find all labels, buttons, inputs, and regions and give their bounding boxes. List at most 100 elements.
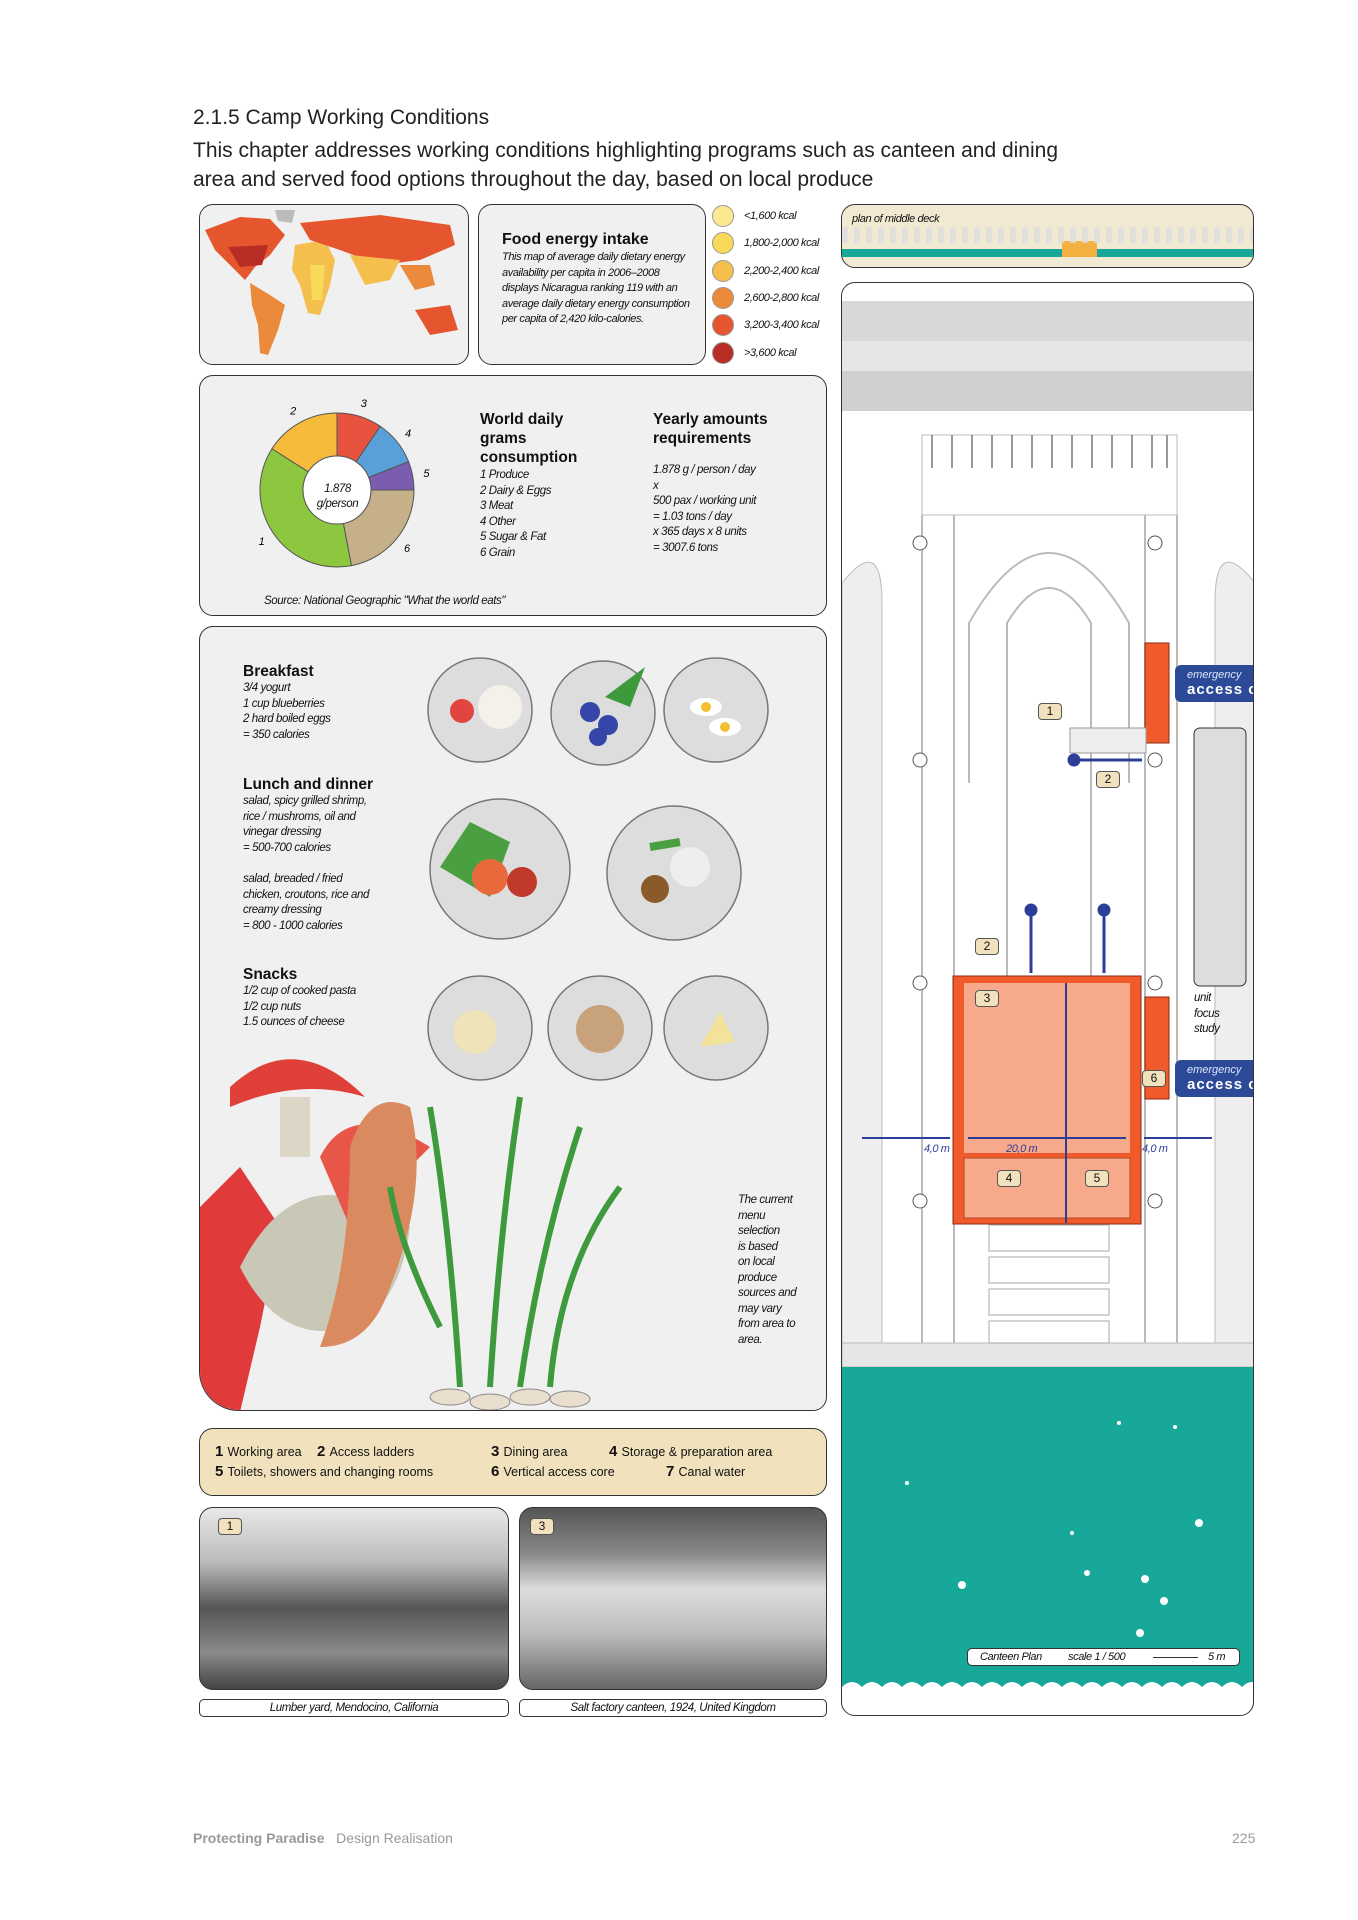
note-line: produce bbox=[738, 1271, 777, 1284]
dim-right: 4,0 m bbox=[1142, 1143, 1168, 1155]
kcal-legend-item: 3,200-3,400 kcal bbox=[712, 314, 819, 337]
pie-center bbox=[302, 455, 372, 525]
scale-box: Canteen Plan scale 1 / 500 5 m bbox=[967, 1648, 1240, 1666]
footer-book-title: Protecting Paradise bbox=[193, 1830, 325, 1846]
plan-badge-dining: 3 bbox=[975, 990, 999, 1007]
pie-slice-label: 6 bbox=[404, 543, 411, 555]
meals-panel: Breakfast 3/4 yogurt 1 cup blueberries 2 h… bbox=[199, 626, 827, 1411]
kcal-label: 2,200-2,400 kcal bbox=[744, 264, 819, 277]
yearly-title: Yearly amounts requirements bbox=[653, 411, 768, 447]
dim-left: 4,0 m bbox=[924, 1143, 950, 1155]
note-line: menu bbox=[738, 1209, 766, 1222]
consumption-item: 3 Meat bbox=[480, 500, 513, 512]
food-energy-text: This map of average daily dietary energy… bbox=[502, 251, 690, 325]
yearly-lines: 1.878 g / person / day x 500 pax / working… bbox=[653, 463, 756, 556]
yearly-line: = 3007.6 tons bbox=[653, 541, 718, 554]
unit-focus-line: study bbox=[1194, 1023, 1220, 1035]
consumption-item: 2 Dairy & Eggs bbox=[480, 484, 552, 497]
note-line: selection bbox=[738, 1225, 780, 1237]
meal-line: 2 hard boiled eggs bbox=[243, 713, 331, 725]
kcal-legend-item: <1,600 kcal bbox=[712, 205, 797, 227]
note-line: is based bbox=[738, 1240, 778, 1253]
meal-line: 1/2 cup nuts bbox=[243, 1000, 301, 1013]
world-map-graphic bbox=[205, 210, 458, 355]
meal-line: creamy dressing bbox=[243, 904, 322, 916]
middle-deck-plan: plan of middle deck bbox=[841, 204, 1254, 268]
nature-illustration bbox=[200, 1059, 623, 1410]
legend-item: 1 Working area bbox=[215, 1443, 302, 1460]
pie-slice-label: 1 bbox=[259, 536, 265, 548]
kcal-label: 3,200-3,400 kcal bbox=[744, 319, 819, 332]
photo-badge: 1 bbox=[218, 1518, 242, 1535]
photo-badge: 3 bbox=[530, 1518, 554, 1535]
plan-badge-ladder: 2 bbox=[975, 938, 999, 955]
pie-slice-label: 3 bbox=[361, 398, 368, 410]
meal-line: = 500-700 calories bbox=[243, 841, 331, 854]
pie-slice-label: 4 bbox=[405, 428, 411, 440]
plan-badge-core: 6 bbox=[1142, 1070, 1166, 1087]
meal-line: = 350 calories bbox=[243, 728, 310, 741]
photo-caption: Salt factory canteen, 1924, United Kingd… bbox=[519, 1699, 827, 1717]
meal-line: 1 cup blueberries bbox=[243, 697, 325, 710]
note-line: sources and bbox=[738, 1287, 797, 1299]
meal-line: chicken, croutons, rice and bbox=[243, 888, 369, 901]
scale-ratio: scale 1 / 500 bbox=[1068, 1651, 1126, 1663]
kcal-legend-item: 2,200-2,400 kcal bbox=[712, 259, 819, 282]
photo-salt-factory-canteen: 3 bbox=[519, 1507, 827, 1690]
kcal-label: <1,600 kcal bbox=[744, 210, 797, 222]
yearly-line: 500 pax / working unit bbox=[653, 495, 757, 507]
food-energy-title: Food energy intake bbox=[502, 231, 649, 248]
legend-item: 2 Access ladders bbox=[317, 1443, 415, 1460]
section-title: 2.1.5 Camp Working Conditions bbox=[193, 106, 490, 129]
photo-caption: Lumber yard, Mendocino, California bbox=[199, 1699, 509, 1717]
snacks-title: Snacks bbox=[243, 966, 298, 983]
consumption-item: 5 Sugar & Fat bbox=[480, 531, 546, 543]
unit-focus-line: focus bbox=[1194, 1007, 1220, 1020]
note-line: The current bbox=[738, 1194, 793, 1206]
canteen-plan-drawing bbox=[842, 301, 1253, 1693]
footer-section: Design Realisation bbox=[336, 1830, 453, 1846]
food-energy-panel: Food energy intake This map of average d… bbox=[478, 204, 706, 365]
legend-item: 6 Vertical access core bbox=[491, 1463, 615, 1480]
food-plates-illustration bbox=[200, 657, 769, 1410]
consumption-title: World daily grams consumption bbox=[480, 411, 578, 466]
kcal-legend-item: >3,600 kcal bbox=[712, 341, 797, 364]
pie-slice-label: 2 bbox=[289, 405, 296, 417]
source-text: Source: National Geographic "What the wo… bbox=[264, 595, 506, 607]
legend-swatch-icon bbox=[712, 232, 734, 255]
yearly-line: 1.878 g / person / day bbox=[653, 464, 756, 476]
legend-item: 4 Storage & preparation area bbox=[609, 1443, 773, 1460]
scale-bar-label: 5 m bbox=[1208, 1651, 1226, 1663]
consumption-item: 1 Produce bbox=[480, 469, 529, 481]
plan-badge-storage: 4 bbox=[997, 1170, 1021, 1187]
legend-item: 3 Dining area bbox=[491, 1443, 568, 1460]
kcal-label: 2,600-2,800 kcal bbox=[744, 291, 819, 304]
note-line: on local bbox=[738, 1256, 775, 1268]
world-map bbox=[199, 204, 469, 365]
canteen-plan: 1 2 2 3 4 5 6 4,0 m 20,0 m 4,0 m emergen… bbox=[841, 282, 1254, 1716]
meal-line: rice / mushroms, oil and bbox=[243, 810, 356, 823]
meal-line: salad, spicy grilled shrimp, bbox=[243, 795, 367, 807]
yearly-line: = 1.03 tons / day bbox=[653, 510, 732, 523]
deck-label: plan of middle deck bbox=[852, 213, 940, 225]
meal-line: 3/4 yogurt bbox=[243, 682, 291, 694]
consumption-item: 6 Grain bbox=[480, 546, 515, 559]
legend-item: 5 Toilets, showers and changing rooms bbox=[215, 1463, 434, 1480]
breakfast-title: Breakfast bbox=[243, 663, 314, 680]
menu-note: The current menu selection is based on local… bbox=[738, 1193, 797, 1348]
lunch-title: Lunch and dinner bbox=[243, 776, 374, 793]
yearly-line: x 365 days x 8 units bbox=[653, 526, 747, 538]
photo-lumber-yard: 1 bbox=[199, 1507, 509, 1690]
yearly-line: x bbox=[653, 479, 659, 492]
breakfast-lines: 3/4 yogurt 1 cup blueberries 2 hard boiled… bbox=[243, 681, 331, 743]
pie-center-unit: g/person bbox=[316, 498, 359, 510]
meal-line: = 800 - 1000 calories bbox=[243, 919, 343, 932]
note-line: from area to bbox=[738, 1318, 796, 1330]
